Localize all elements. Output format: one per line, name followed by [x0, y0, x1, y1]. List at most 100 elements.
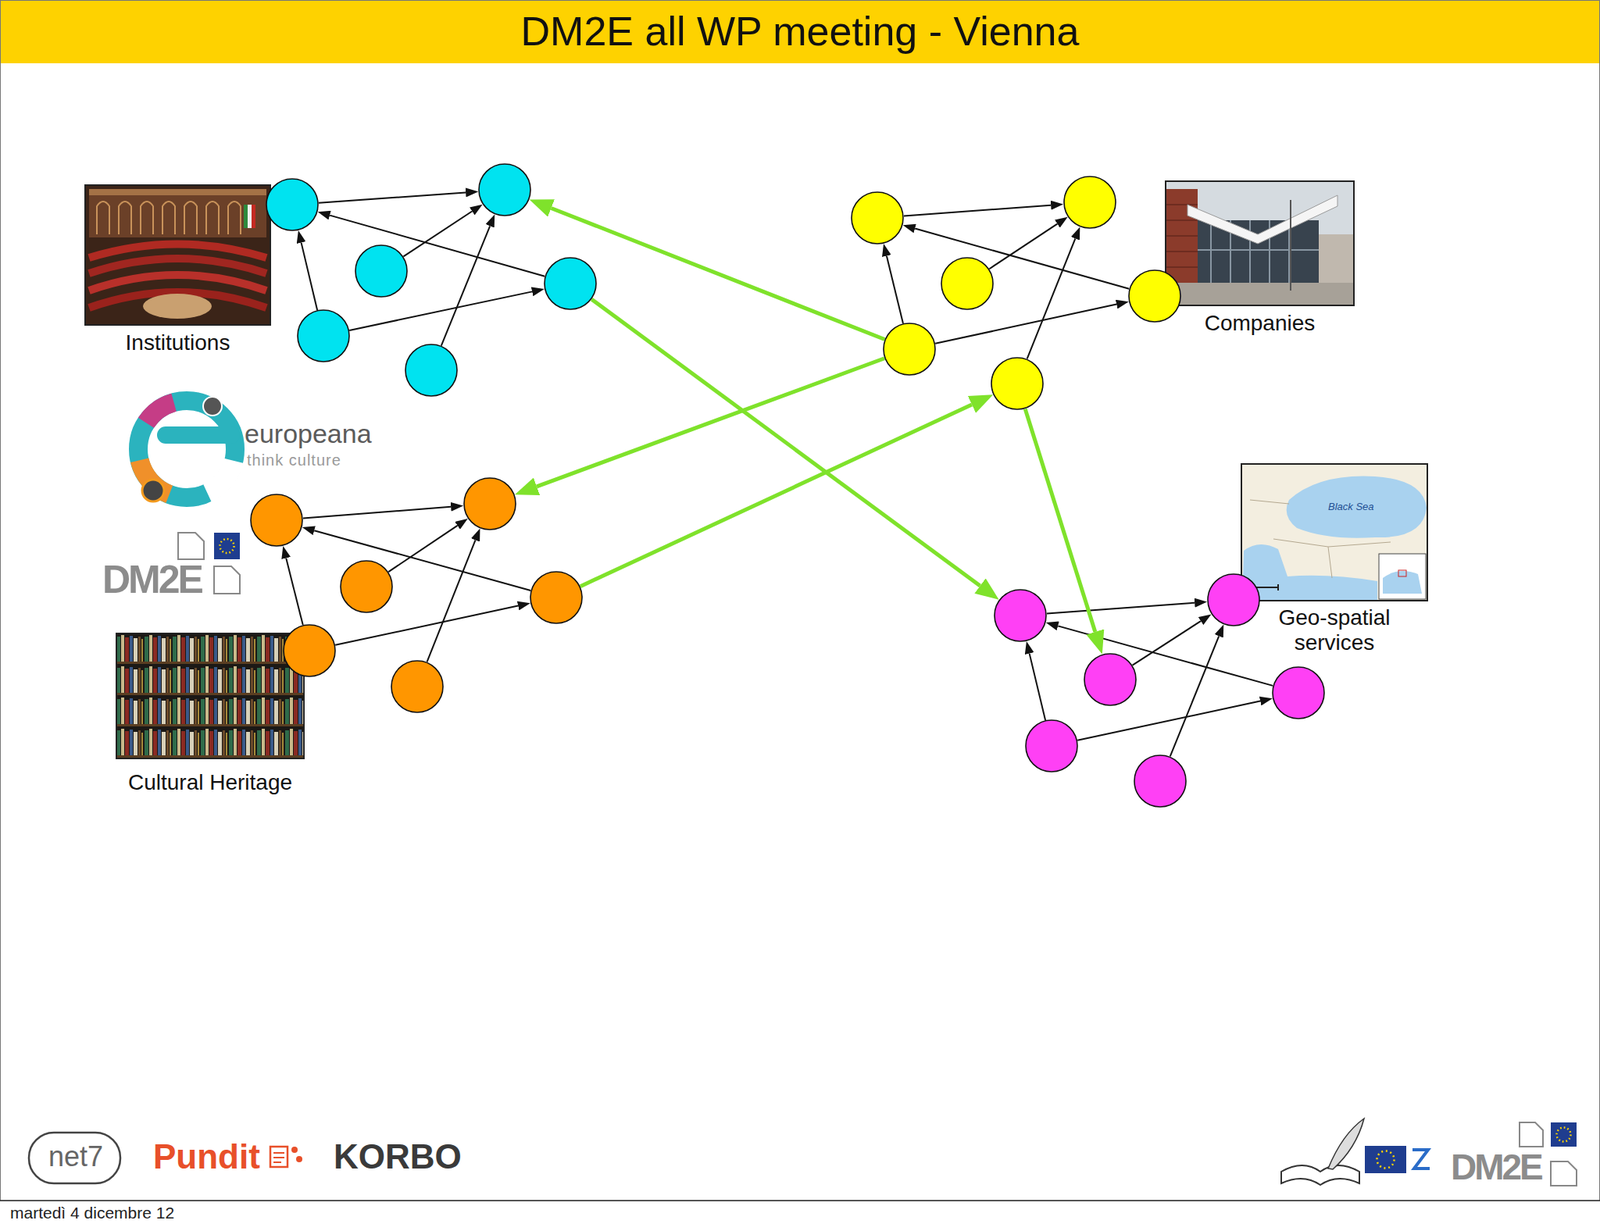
- group-circle: [1083, 653, 1137, 707]
- circle-outline: [1128, 270, 1181, 322]
- slide-title: DM2E all WP meeting - Vienna: [0, 0, 1600, 64]
- circle-shape: [1025, 719, 1079, 773]
- relation-arrow: [303, 507, 451, 519]
- text-holder: [543, 257, 597, 311]
- circle-outline: [283, 625, 336, 677]
- text-holder: [529, 571, 583, 625]
- relation-arrow: [1029, 653, 1046, 721]
- circle-outline: [883, 323, 936, 375]
- relation-arrow: [427, 539, 476, 662]
- text-holder: [282, 624, 336, 678]
- group-circle: [993, 589, 1047, 643]
- text-holder: [1128, 269, 1182, 323]
- text-holder: [478, 163, 532, 217]
- caption-holder: Geo-spatial services: [1256, 605, 1413, 656]
- circle-outline: [994, 589, 1047, 642]
- circle-outline: [355, 245, 408, 297]
- group-circle: [850, 191, 904, 245]
- group-circle: [1063, 175, 1117, 229]
- text-holder: [1207, 573, 1261, 627]
- text-holder: [1083, 653, 1137, 707]
- picture-caption: Cultural Heritage: [92, 770, 328, 796]
- logo-wordmark: Pundit: [153, 1137, 261, 1178]
- relation-arrow: [349, 291, 533, 331]
- logo-wordmark: net7: [48, 1140, 104, 1173]
- logo-wordmark: KORBO: [333, 1137, 462, 1178]
- label-holder: Pundit: [153, 1137, 261, 1178]
- group-circle: [1133, 754, 1187, 808]
- relation-arrow: [1077, 701, 1261, 741]
- title-holder: DM2E all WP meeting - Vienna: [0, 0, 1600, 64]
- group-circle: [1128, 269, 1182, 323]
- building-photo: [1164, 180, 1355, 307]
- group-circle: [282, 624, 336, 678]
- circle-outline: [478, 164, 531, 216]
- circle-outline: [1084, 653, 1136, 706]
- circle-shape: [296, 309, 350, 363]
- circle-shape: [390, 660, 444, 714]
- picture-caption: Companies: [1166, 310, 1354, 336]
- circle-shape: [463, 477, 517, 531]
- relation-arrow: [301, 242, 318, 311]
- text-holder: [463, 477, 517, 531]
- text-holder: [296, 309, 350, 363]
- group-circle: [390, 660, 444, 714]
- circle-outline: [1025, 720, 1078, 772]
- picture-frame: Companies: [1164, 180, 1355, 307]
- circle-outline: [1064, 176, 1116, 229]
- circle-shape: [404, 343, 458, 397]
- relation-arrow: [285, 557, 304, 625]
- circle-shape: [990, 357, 1044, 411]
- label-holder: think culture: [246, 451, 342, 470]
- circle-shape: [543, 257, 597, 311]
- group-circle: [1207, 573, 1261, 627]
- text-holder: [1133, 754, 1187, 808]
- group-circle: [990, 357, 1044, 411]
- label-holder: europeana: [244, 418, 372, 450]
- text-holder: [882, 322, 936, 376]
- text-holder: [250, 493, 304, 547]
- caption-holder: Companies: [1166, 310, 1354, 336]
- circle-outline: [1272, 667, 1325, 719]
- relation-arrow: [318, 192, 466, 203]
- group-circle: [265, 178, 319, 232]
- circle-outline: [266, 178, 318, 231]
- group-circle: [1271, 666, 1325, 720]
- group-circle: [543, 257, 597, 311]
- circle-shape: [265, 178, 319, 232]
- circle-outline: [250, 494, 303, 547]
- relation-arrow: [886, 256, 904, 324]
- map-label: Black Sea: [1328, 501, 1375, 514]
- circle-shape: [1128, 269, 1182, 323]
- circle-shape: [993, 589, 1047, 643]
- relation-arrow: [388, 525, 458, 572]
- group-circle: [478, 163, 532, 217]
- picture-frame: Institutions: [84, 184, 272, 326]
- circle-outline: [405, 344, 458, 397]
- circle-shape: [282, 624, 336, 678]
- label-holder: net7: [48, 1140, 104, 1173]
- link-arrow: [551, 207, 886, 340]
- text-holder: [339, 560, 393, 614]
- circle-outline: [991, 357, 1043, 410]
- caption-holder: Institutions: [84, 330, 272, 356]
- circle-shape: [882, 322, 936, 376]
- circle-outline: [851, 192, 904, 244]
- title-bar: [0, 0, 1600, 64]
- text-holder: [404, 343, 458, 397]
- circle-shape: [339, 560, 393, 614]
- logo-tagline: think culture: [246, 451, 342, 470]
- group-circle: [354, 244, 408, 298]
- relation-arrow: [989, 224, 1058, 270]
- relation-arrow: [441, 225, 490, 346]
- group-circle: [529, 571, 583, 625]
- picture-frame: Cultural Heritage: [115, 632, 305, 760]
- label-holder: DM2E: [1450, 1146, 1542, 1189]
- circle-outline: [391, 660, 443, 713]
- text-holder: [390, 660, 444, 714]
- group-circle: [1025, 719, 1079, 773]
- text-holder: [265, 178, 319, 232]
- circle-outline: [464, 478, 516, 530]
- circle-shape: [1063, 175, 1117, 229]
